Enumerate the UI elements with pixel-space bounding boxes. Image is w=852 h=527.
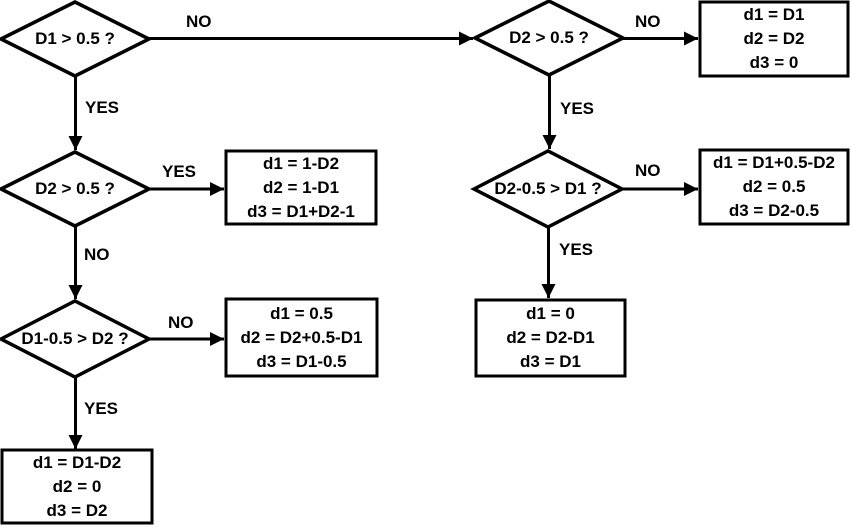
result-text-mid-left: d1 = 1-D2 d2 = 1-D1 d3 = D1+D2-1 xyxy=(226,151,376,224)
edge-label-no: NO xyxy=(84,245,110,264)
result-line: d1 = 0.5 xyxy=(270,303,333,323)
result-box-top-right xyxy=(698,0,850,78)
decision-label-d2-gt-05-left: D2 > 0.5 ? xyxy=(35,179,115,198)
result-line: d2 = 1-D1 xyxy=(262,177,340,197)
edge-label-yes: YES xyxy=(85,98,120,117)
result-line: d2 = D2-D1 xyxy=(506,328,595,347)
result-line: d3 = 0 xyxy=(749,53,799,72)
result-line: d2 = D2 xyxy=(743,29,805,48)
edge-label-yes: YES xyxy=(559,240,594,259)
result-line: d1 = 0 xyxy=(526,304,575,323)
result-line: d1 = D1 xyxy=(743,5,805,24)
result-line: d2 = 0.5 xyxy=(742,177,806,196)
result-line: d3 = D1 xyxy=(520,352,581,371)
result-line: d1 = D1-D2 xyxy=(32,452,122,472)
result-text-bottom-left: d1 = D1-D2 d2 = 0 d3 = D2 xyxy=(2,450,152,523)
result-text-low-left: d1 = 0.5 d2 = D2+0.5-D1 d3 = D1-0.5 xyxy=(226,299,377,376)
edge-label-no: NO xyxy=(168,313,194,332)
result-line: d1 = D1+0.5-D2 xyxy=(713,153,835,172)
decision-label-d2-gt-05-right: D2 > 0.5 ? xyxy=(509,28,589,47)
decision-label-d1-gt-05: D1 > 0.5 ? xyxy=(35,29,115,48)
result-line: d3 = D1+D2-1 xyxy=(247,201,355,221)
edge-label-yes: YES xyxy=(560,99,595,118)
edge-label-no: NO xyxy=(186,12,212,31)
result-box-mid-right xyxy=(698,148,850,226)
result-text-top-right: d1 = D1 d2 = D2 d3 = 0 xyxy=(700,2,848,76)
edge-label-no: NO xyxy=(635,12,661,31)
result-box-low-right xyxy=(474,298,627,378)
result-line: d1 = 1-D2 xyxy=(262,153,340,173)
result-box-mid-left xyxy=(224,149,378,226)
edge-label-yes: YES xyxy=(84,399,119,418)
result-box-bottom-left xyxy=(0,448,154,525)
result-text-low-right: d1 = 0 d2 = D2-D1 d3 = D1 xyxy=(476,300,625,376)
edge-label-no: NO xyxy=(635,161,661,180)
result-line: d2 = D2+0.5-D1 xyxy=(240,327,363,347)
result-line: d3 = D2-0.5 xyxy=(728,201,820,220)
decision-label-d1-minus-05-gt-d2: D1-0.5 > D2 ? xyxy=(21,329,129,348)
decision-label-d2-minus-05-gt-d1: D2-0.5 > D1 ? xyxy=(494,179,602,198)
result-line: d3 = D2 xyxy=(46,500,108,520)
edge-label-yes: YES xyxy=(162,162,197,181)
result-line: d2 = 0 xyxy=(52,476,102,496)
result-line: d3 = D1-0.5 xyxy=(256,351,347,371)
result-box-low-left xyxy=(224,297,379,378)
result-text-mid-right: d1 = D1+0.5-D2 d2 = 0.5 d3 = D2-0.5 xyxy=(700,150,848,224)
